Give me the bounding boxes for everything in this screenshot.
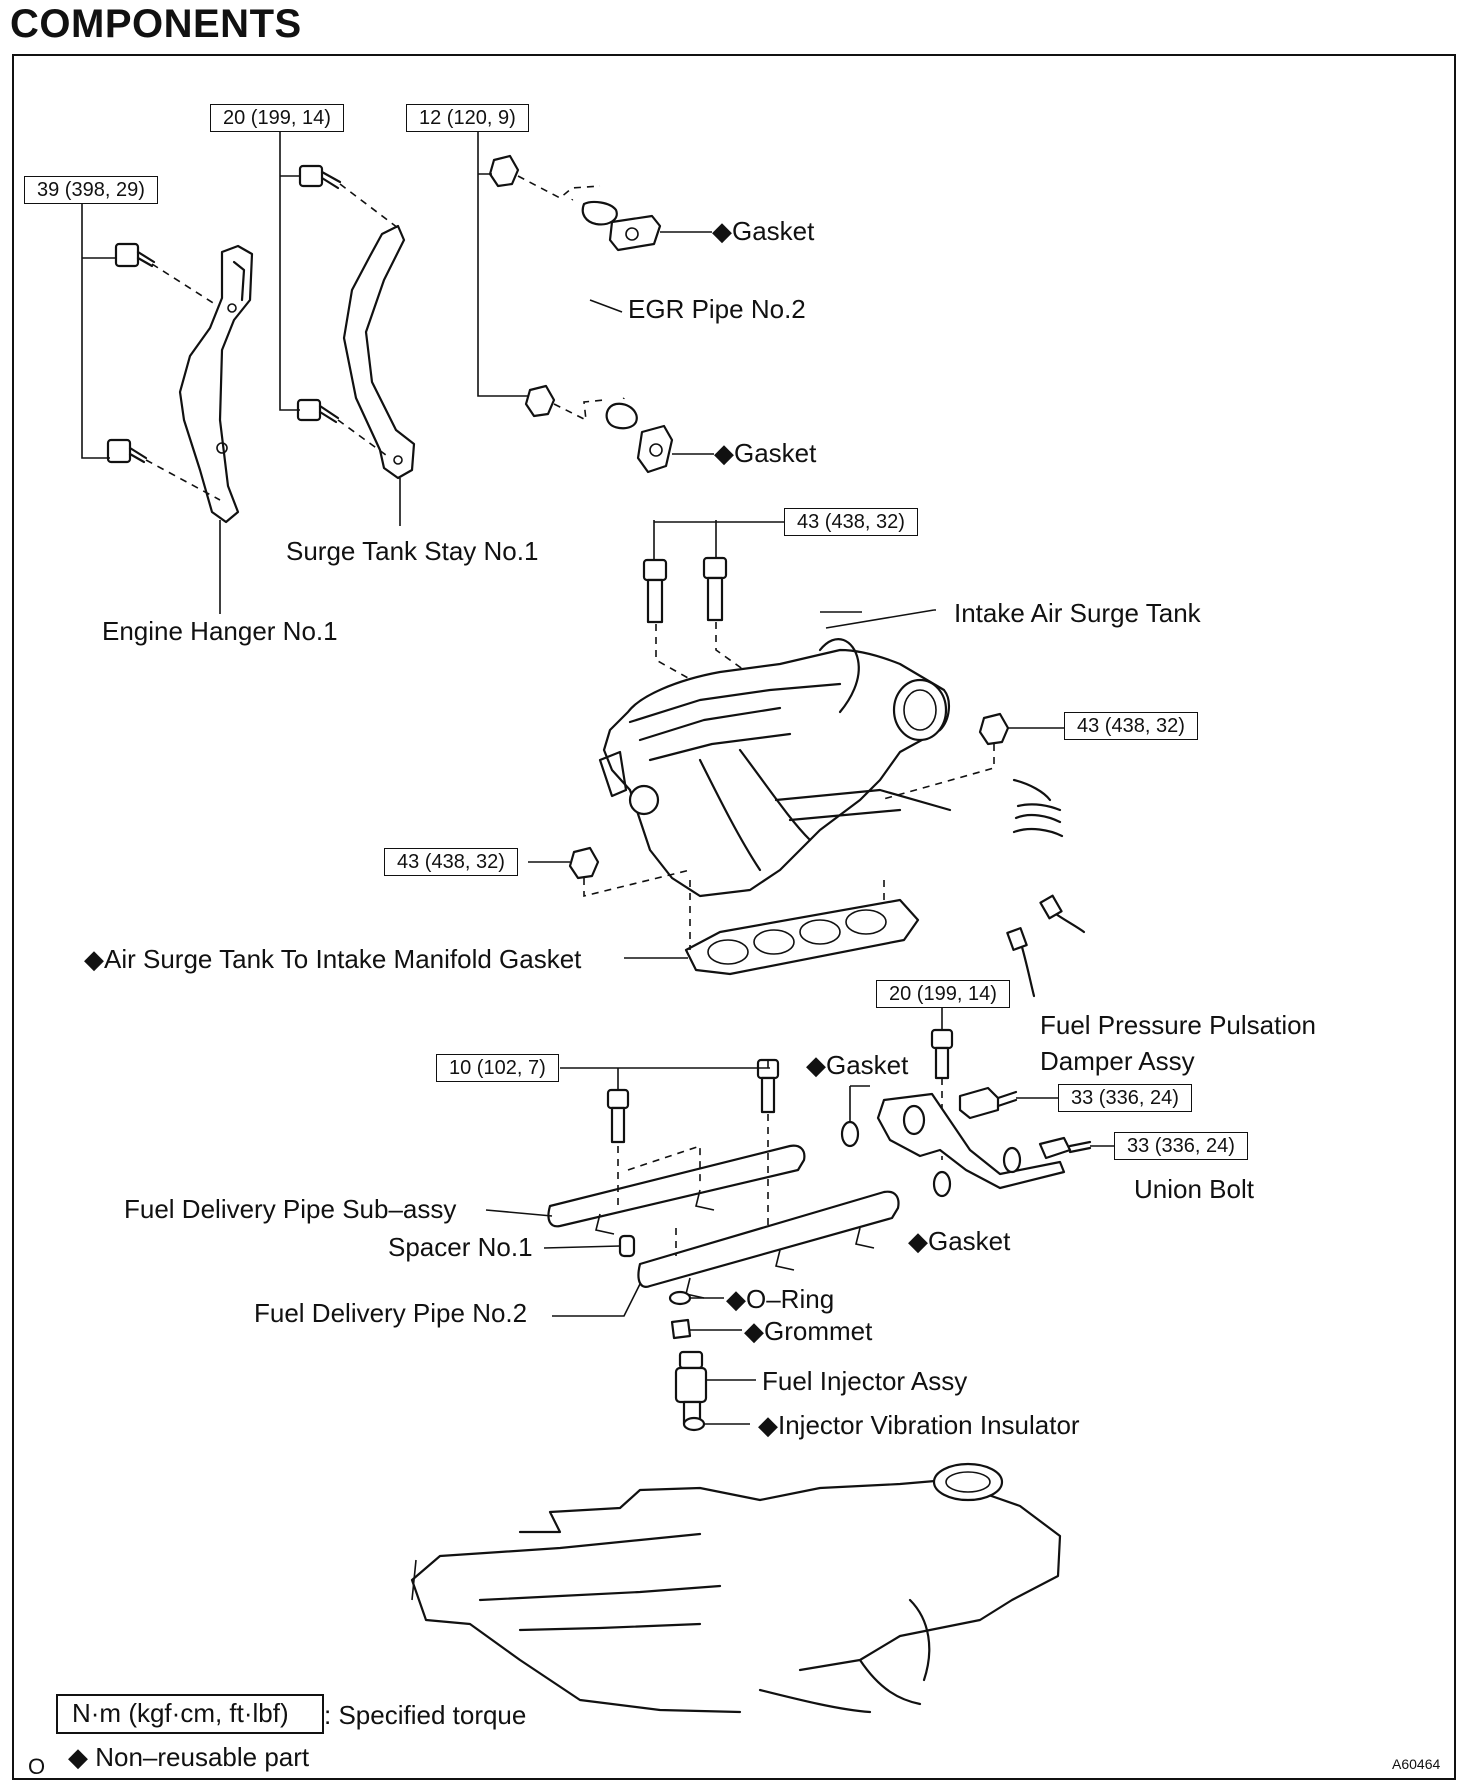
torque-pulsation-damper: 33 (336, 24): [1058, 1084, 1192, 1112]
label-fuel-injector: Fuel Injector Assy: [762, 1366, 968, 1396]
fuel-delivery-pipe-sub-drawing: [547, 1144, 806, 1235]
gasket-washer-a: [840, 1120, 860, 1148]
page-title: COMPONENTS: [10, 2, 302, 46]
label-union-bolt: Union Bolt: [1134, 1174, 1254, 1204]
label-pulsation-damper-1: Fuel Pressure Pulsation: [1040, 1010, 1317, 1040]
grommet-drawing: [670, 1318, 692, 1340]
stay-bolt-lower: [296, 398, 340, 424]
egr-gasket-lower: [636, 424, 674, 474]
legend-torque-box: [56, 1694, 324, 1734]
pulsation-damper-drawing: [958, 1086, 1018, 1120]
legend-torque-text: : Specified torque: [324, 1700, 527, 1730]
pulsation-damper-bolt: [930, 1028, 954, 1080]
label-surge-tank-gasket: ◆Air Surge Tank To Intake Manifold Gaske…: [84, 944, 582, 974]
label-fuel-delivery-sub: Fuel Delivery Pipe Sub–assy: [124, 1194, 457, 1224]
union-bolt-drawing: [1038, 1136, 1092, 1160]
torque-engine-hanger: 39 (398, 29): [24, 176, 158, 204]
label-grommet: ◆Grommet: [744, 1316, 873, 1346]
spacer-drawing: [618, 1234, 636, 1258]
label-gasket-lower: ◆Gasket: [714, 438, 817, 468]
gasket-washer-b: [1002, 1146, 1022, 1174]
diagram-frame: [12, 54, 1456, 1780]
torque-surge-tank-stay: 20 (199, 14): [210, 104, 344, 132]
egr-gasket-upper: [608, 214, 662, 252]
fuel-injector-drawing: [674, 1350, 708, 1426]
label-gasket-fuel: ◆Gasket: [908, 1226, 1011, 1256]
label-gasket-upper: ◆Gasket: [712, 216, 815, 246]
torque-surge-tank-nut-left: 43 (438, 32): [384, 848, 518, 876]
intake-surge-tank-drawing: [598, 638, 952, 898]
manifold-gasket-drawing: [684, 898, 920, 976]
figure-id: A60464: [1392, 1756, 1441, 1772]
torque-delivery-pipe: 10 (102, 7): [436, 1054, 559, 1082]
insulator-drawing: [682, 1416, 706, 1432]
o-ring-drawing: [668, 1290, 692, 1306]
label-egr-pipe: EGR Pipe No.2: [628, 294, 806, 324]
torque-union-bolt: 33 (336, 24): [1114, 1132, 1248, 1160]
fuel-pipe-bracket: [876, 1092, 1066, 1190]
delivery-pipe-bolt-left: [606, 1088, 630, 1144]
label-surge-tank-stay: Surge Tank Stay No.1: [286, 536, 539, 566]
label-pulsation-damper-2: Damper Assy: [1040, 1046, 1195, 1076]
label-spacer: Spacer No.1: [388, 1232, 533, 1262]
fuel-delivery-pipe-no2-drawing: [637, 1190, 900, 1299]
engine-hanger-bolt-lower: [106, 438, 148, 464]
egr-nut-upper: [488, 154, 520, 188]
label-gasket-damper: ◆Gasket: [806, 1050, 909, 1080]
engine-hanger-bolt-upper: [114, 242, 156, 268]
label-engine-hanger: Engine Hanger No.1: [102, 616, 338, 646]
surge-tank-bolt-right: [702, 556, 728, 622]
stay-bolt-upper: [298, 164, 342, 190]
surge-tank-nut-right: [978, 712, 1010, 746]
torque-damper-bolt: 20 (199, 14): [876, 980, 1010, 1008]
engine-block-drawing: [410, 1462, 1062, 1714]
surge-tank-nut-left: [568, 846, 600, 880]
label-intake-air-surge-tank: Intake Air Surge Tank: [954, 598, 1201, 628]
torque-surge-tank-bolts: 43 (438, 32): [784, 508, 918, 536]
label-fuel-delivery-no2: Fuel Delivery Pipe No.2: [254, 1298, 528, 1328]
page-mark: O: [28, 1754, 46, 1779]
surge-tank-stay-drawing: [342, 224, 416, 480]
label-o-ring: ◆O–Ring: [726, 1284, 835, 1314]
egr-nut-lower: [524, 384, 556, 418]
delivery-pipe-bolt-right: [756, 1058, 780, 1114]
legend-torque-unit: N·m (kgf·cm, ft·lbf): [72, 1698, 289, 1728]
label-injector-insulator: ◆Injector Vibration Insulator: [758, 1410, 1080, 1440]
gasket-washer-c: [932, 1170, 952, 1198]
legend-nonreusable: ◆ Non–reusable part: [68, 1742, 310, 1772]
torque-surge-tank-nut-right: 43 (438, 32): [1064, 712, 1198, 740]
torque-egr-pipe: 12 (120, 9): [406, 104, 529, 132]
surge-tank-bolt-left: [642, 558, 668, 624]
engine-hanger-drawing: [178, 244, 254, 524]
